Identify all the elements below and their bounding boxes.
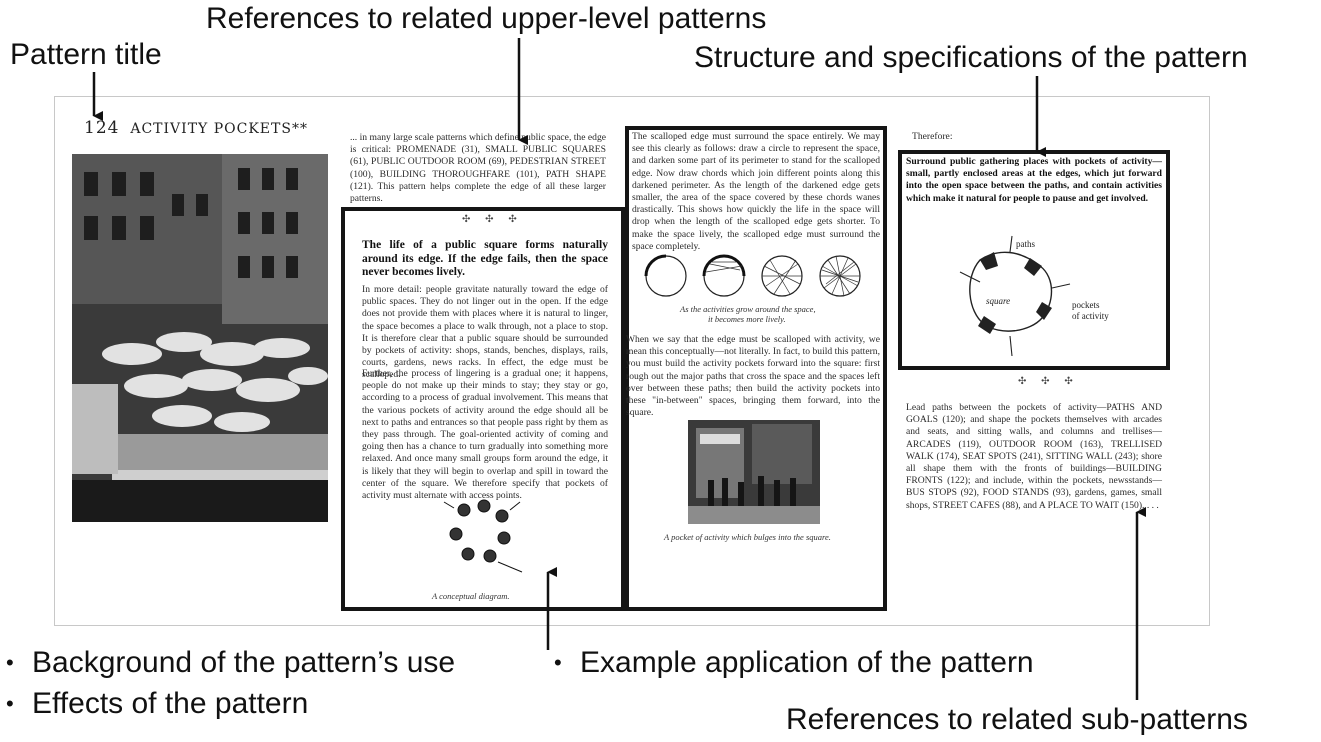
callout-background: Background of the pattern’s use [6, 648, 455, 678]
body-paragraph-4: When we say that the edge must be scallo… [626, 334, 880, 419]
callout-upper-level-refs: References to related upper-level patter… [206, 2, 767, 35]
sketch-label-of-activity: of activity [1072, 311, 1109, 321]
callout-effects: Effects of the pattern [6, 689, 308, 719]
circles-diagram [644, 254, 861, 297]
section-stars-right: ✣ ✣ ✣ [1018, 376, 1079, 387]
page-pattern-title: 124 ACTIVITY POCKETS** [84, 118, 308, 138]
pattern-name: ACTIVITY POCKETS** [130, 121, 308, 137]
upper-level-refs-text: ... in many large scale patterns which d… [350, 132, 606, 205]
activity-pocket-photo [688, 420, 820, 524]
plaza-photo [72, 154, 328, 522]
solution-statement: Surround public gathering places with po… [906, 156, 1162, 204]
sub-pattern-refs-text: Lead paths between the pockets of activi… [906, 402, 1162, 511]
sketch-label-square: square [986, 296, 1011, 306]
background-effects-frame [341, 207, 625, 611]
section-stars: ✣ ✣ ✣ [462, 214, 523, 225]
therefore-label: Therefore: [912, 131, 953, 142]
sketch-label-pockets: pockets [1072, 300, 1100, 310]
activity-pocket-photo-art [688, 420, 820, 524]
callout-sub-pattern-refs: References to related sub-patterns [786, 703, 1248, 736]
activity-pocket-caption: A pocket of activity which bulges into t… [664, 532, 831, 542]
problem-statement: The life of a public square forms natura… [362, 239, 608, 278]
conceptual-diagram-caption: A conceptual diagram. [432, 591, 510, 601]
pattern-number: 124 [84, 118, 120, 138]
example-application-frame [625, 126, 887, 611]
plaza-photo-art [72, 154, 328, 522]
circles-caption-line-2: it becomes more lively. [708, 314, 786, 324]
callout-structure-specs: Structure and specifications of the patt… [694, 41, 1248, 74]
circles-caption-line-1: As the activities grow around the space, [680, 304, 816, 314]
callout-example-application: Example application of the pattern [554, 648, 1034, 678]
conceptual-diagram [443, 499, 523, 573]
sketch-label-paths: paths [1016, 239, 1035, 249]
callout-pattern-title: Pattern title [10, 38, 162, 71]
body-paragraph-2: Further, the process of lingering is a g… [362, 368, 608, 502]
structure-sketch [959, 235, 1071, 357]
body-paragraph-3: The scalloped edge must surround the spa… [632, 131, 880, 252]
structure-specs-frame [898, 150, 1170, 370]
body-paragraph-1: In more detail: people gravitate natural… [362, 284, 608, 381]
